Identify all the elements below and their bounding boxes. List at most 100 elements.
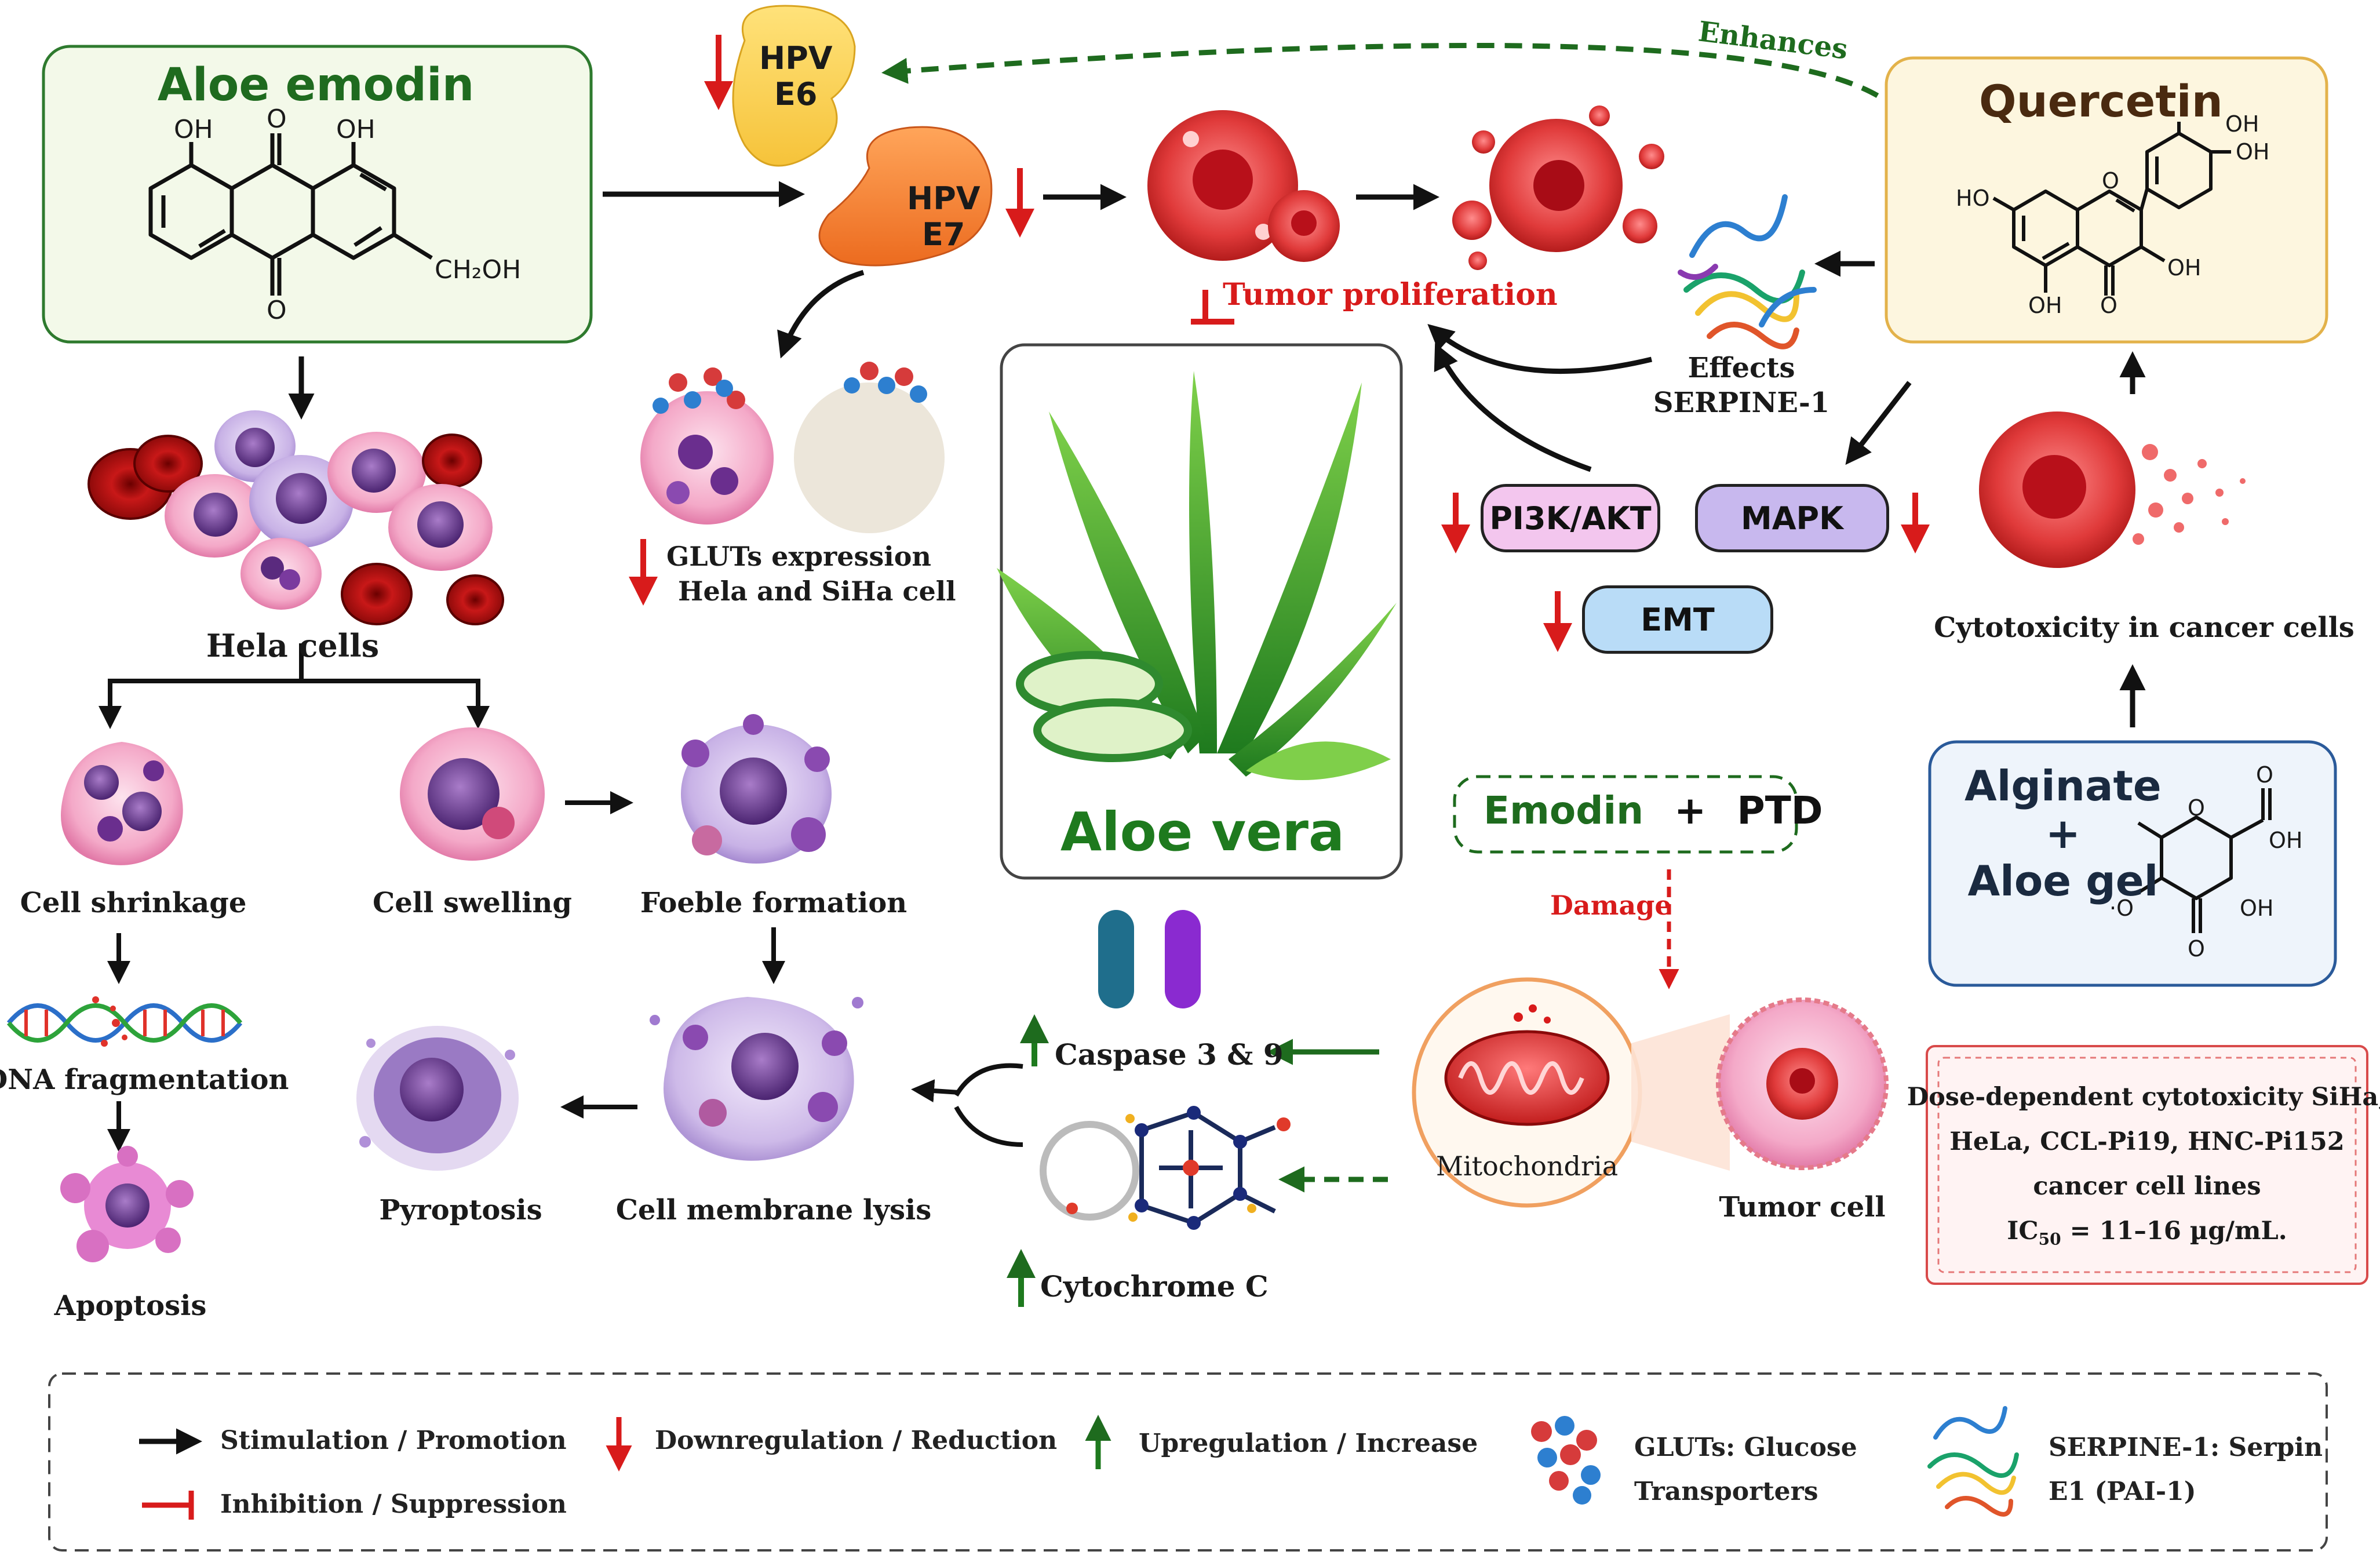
legend-gluts-line1: GLUTs: Glucose bbox=[1634, 1433, 1857, 1462]
foeble-formation-label: Foeble formation bbox=[640, 887, 907, 919]
gluts-label: GLUTs expression Hela and SiHa cell bbox=[666, 539, 956, 609]
arrow-e7-to-gluts bbox=[777, 270, 865, 359]
foeble-formation-illustration bbox=[681, 714, 832, 864]
hpv-e7-line2: E7 bbox=[922, 216, 965, 253]
quercetin-box bbox=[1885, 56, 2328, 344]
gluts-line2: Hela and SiHa cell bbox=[678, 576, 956, 607]
alginate-o-bottom: O bbox=[2188, 936, 2205, 962]
mitochondria-label: Mitochondria bbox=[1435, 1150, 1619, 1182]
emodin-text: Emodin bbox=[1484, 788, 1644, 833]
legend-stimulation-label: Stimulation / Promotion bbox=[220, 1426, 567, 1455]
gluts-line1: GLUTs expression bbox=[666, 541, 931, 572]
hpv-e6-line1: HPV bbox=[759, 40, 833, 77]
aloe-emodin-oh-right: OH bbox=[336, 115, 376, 144]
legend-down-label: Downregulation / Reduction bbox=[655, 1426, 1058, 1455]
cell-shrinkage-illustration bbox=[61, 742, 183, 865]
pyroptosis-label: Pyroptosis bbox=[379, 1194, 542, 1226]
aloe-emodin-structure bbox=[148, 133, 433, 296]
hpv-e6-label: HPV E6 bbox=[759, 41, 833, 112]
caspase-capsule-purple bbox=[1165, 910, 1201, 1008]
dna-fragmentation-label: DNA fragmentation bbox=[0, 1064, 289, 1096]
aloe-vera-label: Aloe vera bbox=[1060, 801, 1345, 863]
caspase-label: Caspase 3 & 9 bbox=[1055, 1037, 1284, 1072]
arrow-pi3k-to-tumor bbox=[1434, 343, 1592, 472]
aloe-emodin-oh-left: OH bbox=[174, 115, 213, 144]
tumor-cells-illustration bbox=[1147, 105, 1664, 270]
dna-fragmentation-illustration bbox=[6, 996, 243, 1047]
damage-label: Damage bbox=[1550, 890, 1672, 921]
alginate-line1: Alginate bbox=[1964, 762, 2162, 810]
arrow-serpine-to-tumor bbox=[1427, 324, 1653, 374]
dose-box-text: Dose-dependent cytotoxicity SiHa, HeLa, … bbox=[1907, 1075, 2380, 1262]
quercetin-o-keto: O bbox=[2100, 293, 2117, 318]
quercetin-o-ring: O bbox=[2102, 168, 2119, 194]
aloe-emodin-box bbox=[42, 45, 593, 344]
alginate-o-ring: O bbox=[2188, 795, 2205, 821]
gluts-cells-illustration bbox=[640, 362, 945, 533]
cytotoxic-cell-illustration bbox=[1979, 411, 2246, 568]
alginate-oh-bottom: OH bbox=[2240, 895, 2274, 921]
dose-line4: IC50 = 11–16 µg/mL. bbox=[2007, 1217, 2287, 1249]
cell-shrinkage-label: Cell shrinkage bbox=[20, 887, 247, 919]
serpine-label: Effects SERPINE-1 bbox=[1653, 351, 1829, 420]
emodin-plus: + bbox=[1674, 788, 1707, 833]
cytotoxicity-label: Cytotoxicity in cancer cells bbox=[1934, 611, 2355, 644]
dose-box bbox=[1926, 1045, 2368, 1285]
legend-gluts-label: GLUTs: Glucose Transporters bbox=[1634, 1426, 1857, 1514]
serpine-line1: Effects bbox=[1687, 352, 1795, 384]
emt-pill: EMT bbox=[1582, 585, 1773, 654]
aloe-emodin-o-top: O bbox=[267, 104, 287, 134]
legend-gluts-line2: Transporters bbox=[1634, 1477, 1818, 1506]
apoptosis-label: Apoptosis bbox=[54, 1290, 207, 1322]
quercetin-ho: HO bbox=[1956, 185, 1990, 211]
cytochrome-molecule-illustration bbox=[1040, 1106, 1291, 1230]
alginate-box bbox=[1928, 740, 2337, 987]
legend-up-label: Upregulation / Increase bbox=[1139, 1429, 1478, 1458]
arrow-quercetin-to-mapk bbox=[1845, 381, 1912, 465]
quercetin-oh2: OH bbox=[2236, 139, 2270, 165]
pyroptosis-illustration bbox=[356, 1026, 519, 1171]
serpine-line2: SERPINE-1 bbox=[1653, 387, 1830, 419]
legend-serpine-line2: E1 (PAI-1) bbox=[2049, 1477, 2196, 1506]
hela-cells-label: Hela cells bbox=[206, 627, 380, 664]
hela-cells-illustration bbox=[88, 410, 504, 625]
aloe-vera-plant-illustration bbox=[997, 371, 1397, 780]
legend-serpine-line1: SERPINE-1: Serpin bbox=[2049, 1433, 2323, 1462]
dose-line3: cancer cell lines bbox=[2033, 1172, 2261, 1201]
ptd-text: PTD bbox=[1737, 788, 1823, 833]
cell-swelling-illustration bbox=[400, 727, 545, 861]
serpine-protein-illustration bbox=[1678, 194, 1817, 349]
aloe-emodin-ch2oh: CH₂OH bbox=[435, 255, 522, 285]
arrow-enhances bbox=[881, 42, 1879, 98]
cytochrome-label: Cytochrome C bbox=[1040, 1269, 1269, 1303]
alginate-label: Alginate + Aloe gel bbox=[1964, 762, 2162, 905]
hpv-e7-shape bbox=[818, 126, 993, 267]
tumor-cell-illustration bbox=[1716, 997, 1889, 1170]
tumor-cell-label: Tumor cell bbox=[1719, 1191, 1886, 1223]
legend-serpine-icon bbox=[1927, 1406, 2019, 1517]
aloe-emodin-o-bottom: O bbox=[267, 296, 287, 325]
alginate-line3: Aloe gel bbox=[1967, 857, 2159, 905]
cell-swelling-label: Cell swelling bbox=[373, 887, 572, 919]
cell-lysis-illustration bbox=[650, 997, 863, 1161]
mapk-pill: MAPK bbox=[1695, 484, 1889, 552]
dose-line2: HeLa, CCL-Pi19, HNC-Pi152 bbox=[1949, 1127, 2345, 1156]
alginate-line2: + bbox=[2045, 809, 2081, 858]
pi3k-akt-pill: PI3K/AKT bbox=[1481, 484, 1660, 552]
quercetin-oh1: OH bbox=[2225, 111, 2259, 137]
arrow-caspase-cytochrome-to-lysis bbox=[954, 1063, 1023, 1147]
tumor-proliferation-label: Tumor proliferation bbox=[1223, 277, 1558, 312]
emodin-ptd-box bbox=[1453, 775, 1798, 854]
aloe-emodin-title: Aloe emodin bbox=[157, 59, 475, 111]
arrow-hela-branch bbox=[108, 679, 480, 719]
legend-box bbox=[48, 1372, 2328, 1552]
emodin-ptd-label: Emodin + PTD bbox=[1484, 788, 1823, 833]
legend-inhibition-label: Inhibition / Suppression bbox=[220, 1489, 567, 1519]
quercetin-structure bbox=[1992, 122, 2231, 296]
mitochondria-illustration bbox=[1444, 1004, 1610, 1126]
apoptosis-illustration bbox=[60, 1146, 194, 1262]
caspase-capsule-blue bbox=[1098, 910, 1134, 1008]
alginate-ho-left: ·O bbox=[2109, 895, 2134, 921]
cell-lysis-label: Cell membrane lysis bbox=[615, 1194, 932, 1226]
